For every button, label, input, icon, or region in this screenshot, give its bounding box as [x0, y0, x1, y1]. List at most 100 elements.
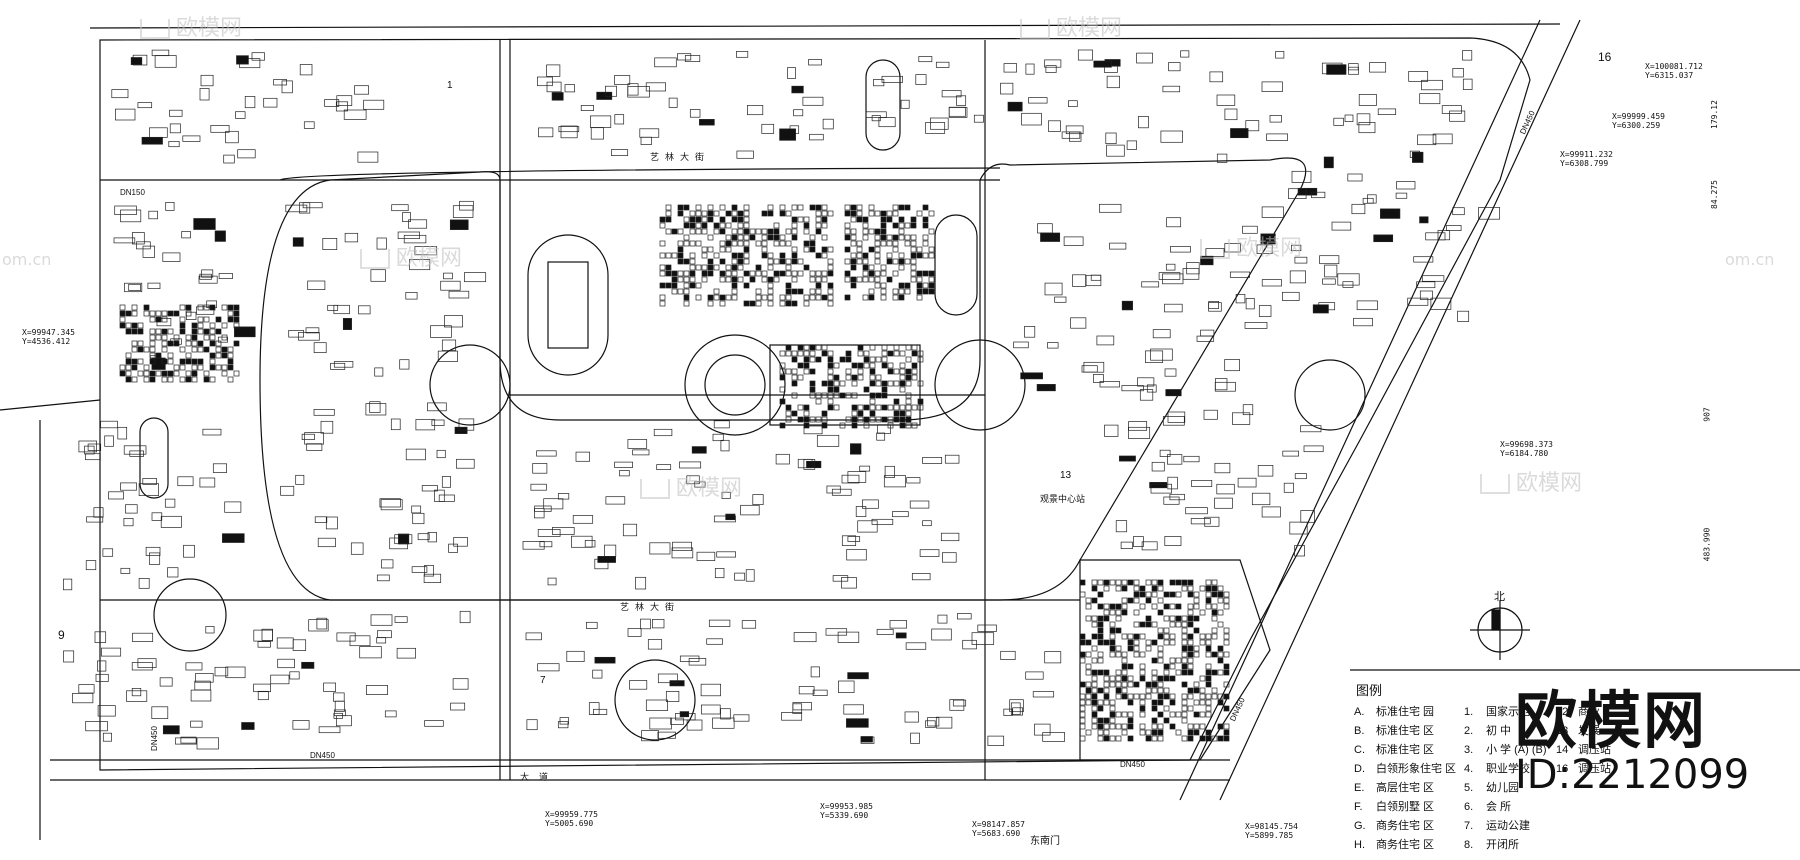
building-footprint — [826, 485, 841, 494]
hatch-cell — [844, 204, 851, 211]
building-footprint — [423, 573, 442, 583]
building-footprint — [547, 577, 557, 586]
hatch-cell — [731, 252, 738, 259]
building-footprint — [1269, 115, 1282, 123]
hatch-cell — [1085, 615, 1092, 622]
building-footprint — [94, 631, 107, 643]
hatch-cell — [743, 216, 750, 223]
hatch-cell — [1163, 639, 1170, 646]
hatch-cell — [905, 392, 912, 399]
building-footprint — [1106, 144, 1125, 157]
building-footprint — [78, 684, 95, 694]
hatch-cell — [850, 264, 857, 271]
building-footprint — [344, 232, 359, 243]
building-footprint — [132, 632, 154, 642]
watermark-mid-2: 欧模网 — [1200, 230, 1302, 262]
building-footprint — [871, 518, 894, 525]
building-footprint — [915, 74, 927, 85]
building-footprint — [850, 443, 862, 455]
hatch-cell — [1139, 621, 1146, 628]
legend-code: F. — [1354, 801, 1363, 813]
building-footprint — [270, 674, 290, 685]
hatch-cell — [803, 410, 810, 417]
hatch-cell — [874, 258, 881, 265]
hatch-cell — [665, 264, 672, 271]
hatch-cell — [119, 316, 126, 323]
building-footprint — [672, 541, 692, 551]
hatch-cell — [886, 252, 893, 259]
hatch-cell — [809, 240, 816, 247]
hatch-cell — [1103, 615, 1110, 622]
building-footprint — [1160, 130, 1183, 143]
building-footprint — [1000, 650, 1016, 660]
hatch-cell — [892, 270, 899, 277]
hatch-cell — [149, 328, 156, 335]
hatch-cell — [797, 204, 804, 211]
hatch-cell — [161, 316, 168, 323]
hatch-cell — [887, 422, 894, 429]
building-footprint — [671, 547, 694, 559]
coord-2: X=99959.775 Y=5005.690 — [545, 810, 598, 828]
building-footprint — [1478, 207, 1500, 220]
building-footprint — [1358, 94, 1377, 106]
hatch-cell — [767, 228, 774, 235]
building-footprint — [314, 516, 328, 523]
building-footprint — [123, 445, 147, 455]
hatch-cell — [1175, 621, 1182, 628]
hatch-cell — [689, 222, 696, 229]
building-footprint — [137, 102, 153, 109]
hatch-cell — [1097, 639, 1104, 646]
hatch-cell — [863, 422, 870, 429]
building-footprint — [1232, 412, 1251, 425]
hatch-cell — [143, 346, 150, 353]
building-footprint — [838, 680, 855, 693]
hatch-cell — [1181, 651, 1188, 658]
building-footprint — [214, 666, 229, 677]
legend-code: D. — [1354, 763, 1365, 775]
hatch-cell — [689, 228, 696, 235]
hatch-cell — [809, 234, 816, 241]
brand-id: ID:2212099 — [1515, 752, 1750, 798]
building-footprint — [63, 650, 75, 663]
stadium-field-1 — [547, 261, 589, 349]
building-footprint — [412, 512, 425, 525]
hatch-cell — [1211, 669, 1218, 676]
hatch-cell — [1223, 603, 1230, 610]
hatch-cell — [695, 222, 702, 229]
hatch-cell — [1085, 681, 1092, 688]
hatch-cell — [898, 228, 905, 235]
hatch-cell — [743, 234, 750, 241]
hatch-cell — [1133, 645, 1140, 652]
hatch-cell — [1151, 579, 1158, 586]
block-number-13: 13 — [1060, 470, 1072, 481]
hatch-cell — [1205, 603, 1212, 610]
hatch-cell — [1163, 693, 1170, 700]
hatch-cell — [857, 362, 864, 369]
hatch-cell — [815, 276, 822, 283]
hatch-cell — [916, 252, 923, 259]
hatch-cell — [1187, 609, 1194, 616]
west-road-2 — [0, 399, 101, 411]
building-footprint — [825, 628, 848, 636]
hatch-cell — [149, 334, 156, 341]
building-footprint — [546, 81, 562, 93]
hatch-cell — [821, 344, 828, 351]
hatch-cell — [797, 374, 804, 381]
building-footprint — [87, 443, 102, 451]
building-footprint — [222, 533, 245, 543]
hatch-cell — [844, 246, 851, 253]
hatch-cell — [791, 410, 798, 417]
hatch-cell — [893, 368, 900, 375]
building-footprint — [415, 419, 436, 431]
hatch-cell — [143, 310, 150, 317]
hatch-cell — [1211, 603, 1218, 610]
building-footprint — [1417, 134, 1437, 146]
building-footprint — [390, 418, 401, 431]
hatch-cell — [869, 398, 876, 405]
building-footprint — [1322, 278, 1336, 285]
hatch-cell — [1199, 693, 1206, 700]
building-footprint — [1099, 381, 1120, 388]
building-footprint — [358, 305, 371, 315]
hatch-cell — [1121, 597, 1128, 604]
hatch-cell — [1151, 699, 1158, 706]
